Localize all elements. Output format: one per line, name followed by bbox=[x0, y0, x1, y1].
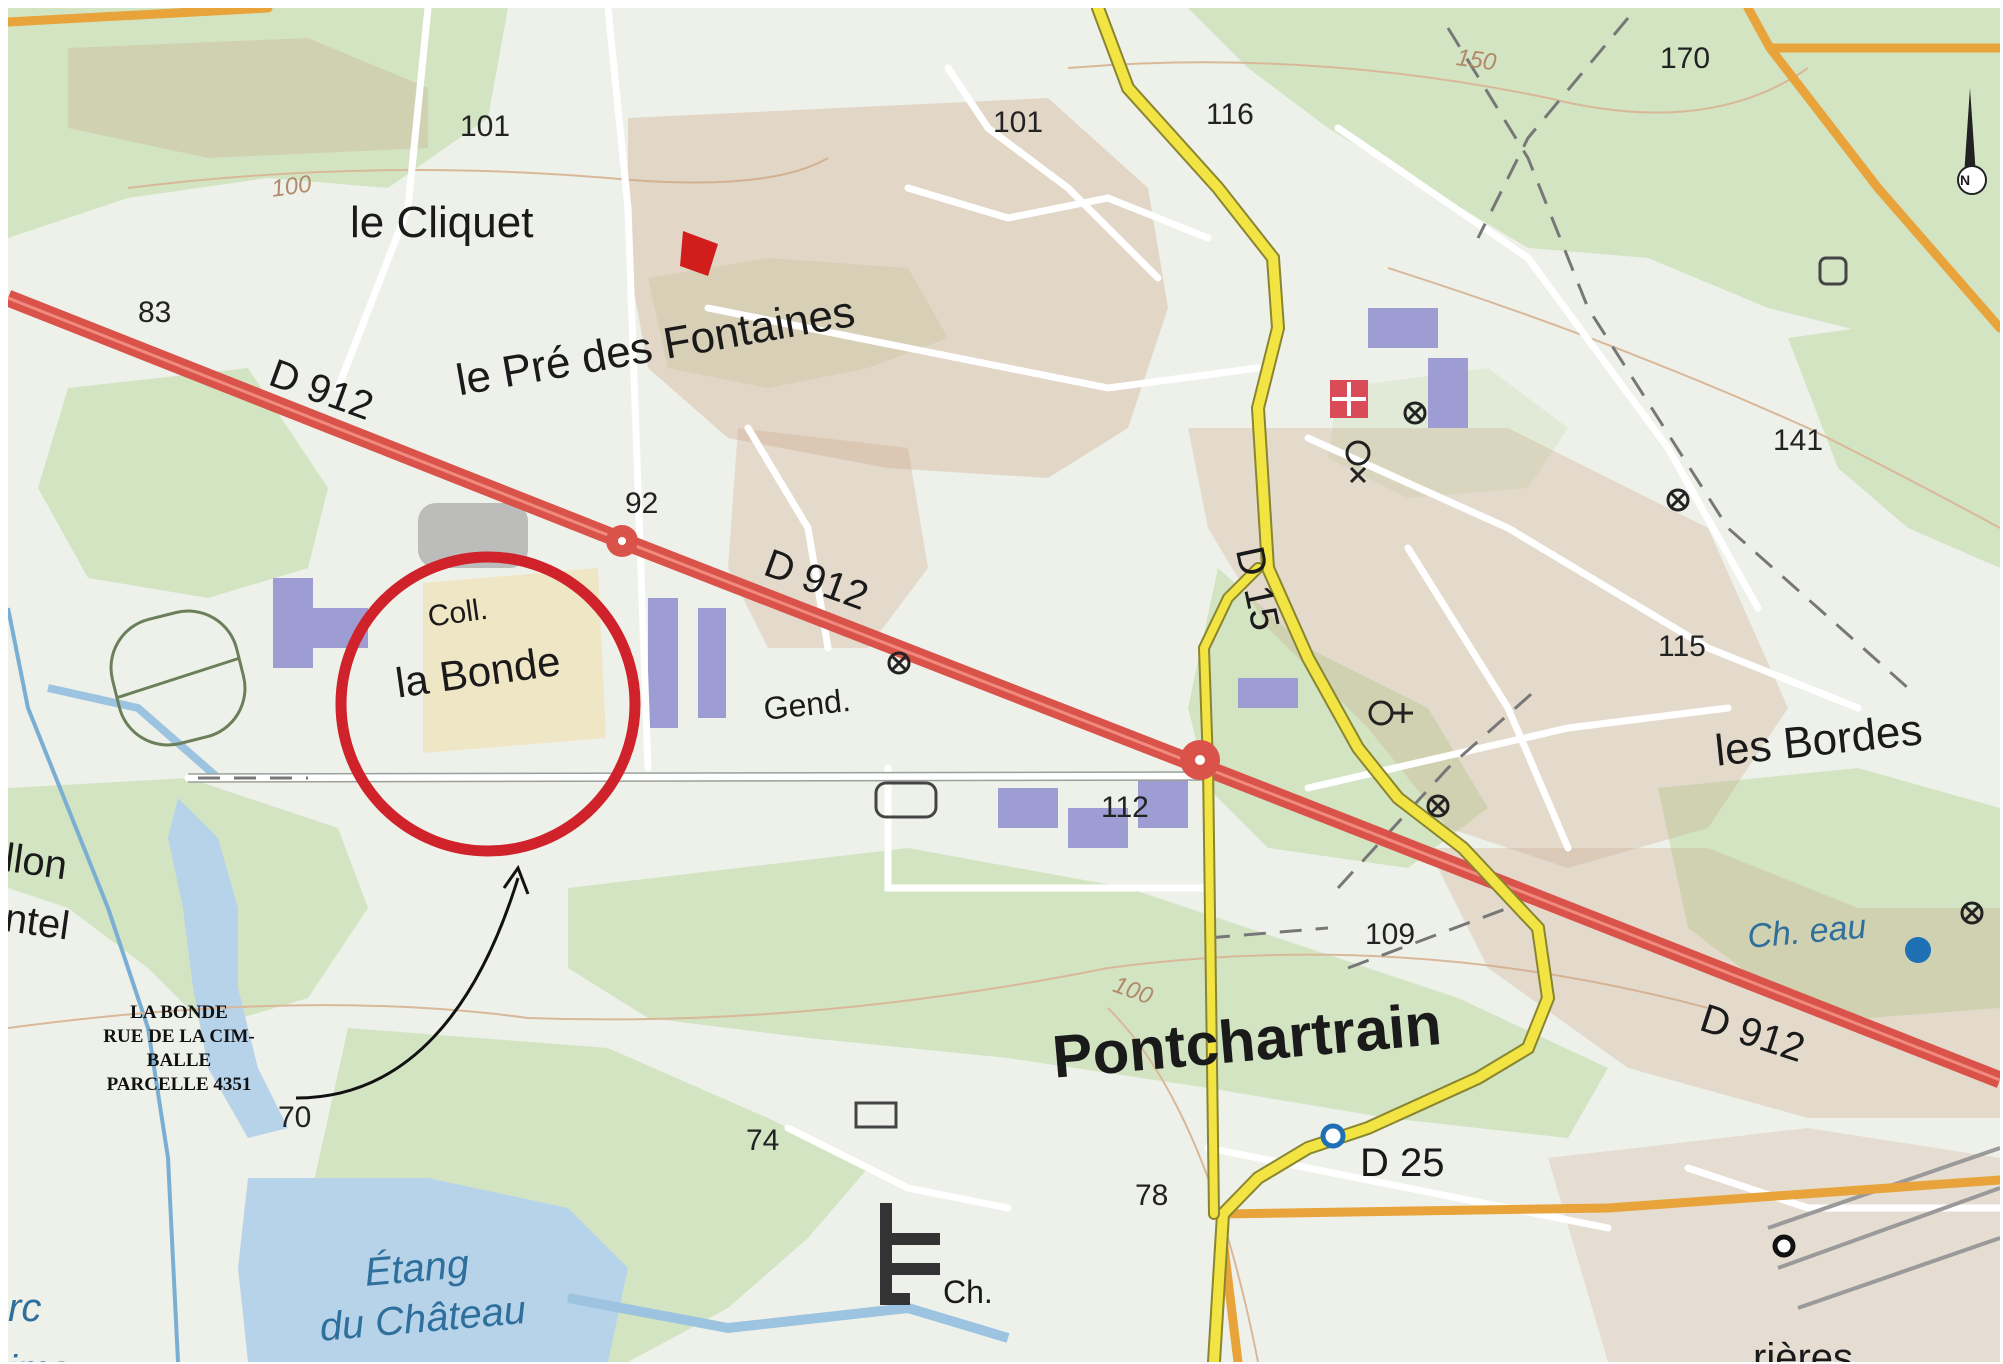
place-partial-top-left: llon bbox=[8, 836, 70, 889]
altitude-141: 141 bbox=[1773, 424, 1824, 457]
orange-roads bbox=[8, 8, 2000, 1362]
bus-stop-icon bbox=[1320, 1123, 1796, 1258]
annotation-line-4: PARCELLE 4351 bbox=[106, 1074, 252, 1095]
place-partial-bottom-left: rc bbox=[8, 1286, 42, 1330]
compass-label: N bbox=[1960, 172, 1971, 188]
public-buildings bbox=[273, 308, 1468, 848]
place-ch: Ch. bbox=[943, 1274, 993, 1310]
annotation-arrow bbox=[295, 877, 520, 1100]
road-label-d25: D 25 bbox=[1360, 1141, 1445, 1185]
altitude-74: 74 bbox=[746, 1124, 780, 1157]
altitude-115: 115 bbox=[1658, 630, 1706, 663]
annotation-line-2: RUE DE LA CIM- bbox=[103, 1026, 255, 1047]
place-partial-bottom-right: rières bbox=[1753, 1336, 1854, 1362]
contour-label-150: 150 bbox=[1454, 44, 1498, 77]
topographic-map: le Cliquet le Pré des Fontaines Coll. la… bbox=[8, 8, 2000, 1362]
place-gend: Gend. bbox=[761, 681, 853, 727]
roundabout-centers bbox=[618, 537, 1205, 765]
car-park bbox=[418, 503, 528, 568]
altitude-101-right: 101 bbox=[993, 106, 1044, 139]
sports-ground-icon bbox=[854, 256, 1848, 1129]
altitude-78: 78 bbox=[1135, 1179, 1169, 1212]
place-partial-left: ntel bbox=[8, 896, 73, 949]
altitude-92: 92 bbox=[625, 487, 659, 520]
altitude-170: 170 bbox=[1660, 42, 1711, 75]
annotation-line-1: LA BONDE bbox=[130, 1002, 228, 1023]
minor-roads bbox=[184, 8, 2000, 1232]
altitude-109: 109 bbox=[1365, 918, 1416, 951]
station-icon bbox=[887, 401, 1984, 925]
contour-lines bbox=[8, 61, 2000, 1362]
water-tower-icon bbox=[1905, 937, 1931, 963]
highlight-circle bbox=[335, 551, 641, 857]
annotation-arrowhead bbox=[502, 864, 530, 895]
road-d15 bbox=[1091, 8, 1556, 1362]
school-area bbox=[423, 568, 606, 753]
annotation-line-3: BALLE bbox=[146, 1050, 212, 1071]
water-bodies bbox=[8, 607, 1010, 1362]
tracks bbox=[198, 17, 1909, 970]
place-partial-bottom-left-2: ims bbox=[8, 1350, 70, 1362]
place-etang: Étang bbox=[362, 1241, 471, 1295]
chateau-building-icon bbox=[880, 1203, 940, 1305]
altitude-83: 83 bbox=[138, 296, 172, 329]
altitude-116: 116 bbox=[1206, 98, 1254, 131]
altitude-70: 70 bbox=[278, 1101, 312, 1134]
contour-label-100-top: 100 bbox=[269, 170, 314, 203]
north-arrow-icon bbox=[1957, 88, 1987, 195]
sports-field bbox=[109, 609, 247, 747]
altitude-101-left: 101 bbox=[460, 110, 511, 143]
map-canvas bbox=[8, 8, 2000, 1362]
church-icon bbox=[1330, 380, 1368, 418]
altitude-112: 112 bbox=[1101, 791, 1149, 824]
red-flag-icon bbox=[680, 231, 718, 276]
annotation-text: LA BONDE RUE DE LA CIM- BALLE PARCELLE 4… bbox=[48, 1001, 310, 1097]
cemetery-cross-icon bbox=[1345, 440, 1413, 726]
place-le-cliquet: le Cliquet bbox=[350, 198, 534, 247]
